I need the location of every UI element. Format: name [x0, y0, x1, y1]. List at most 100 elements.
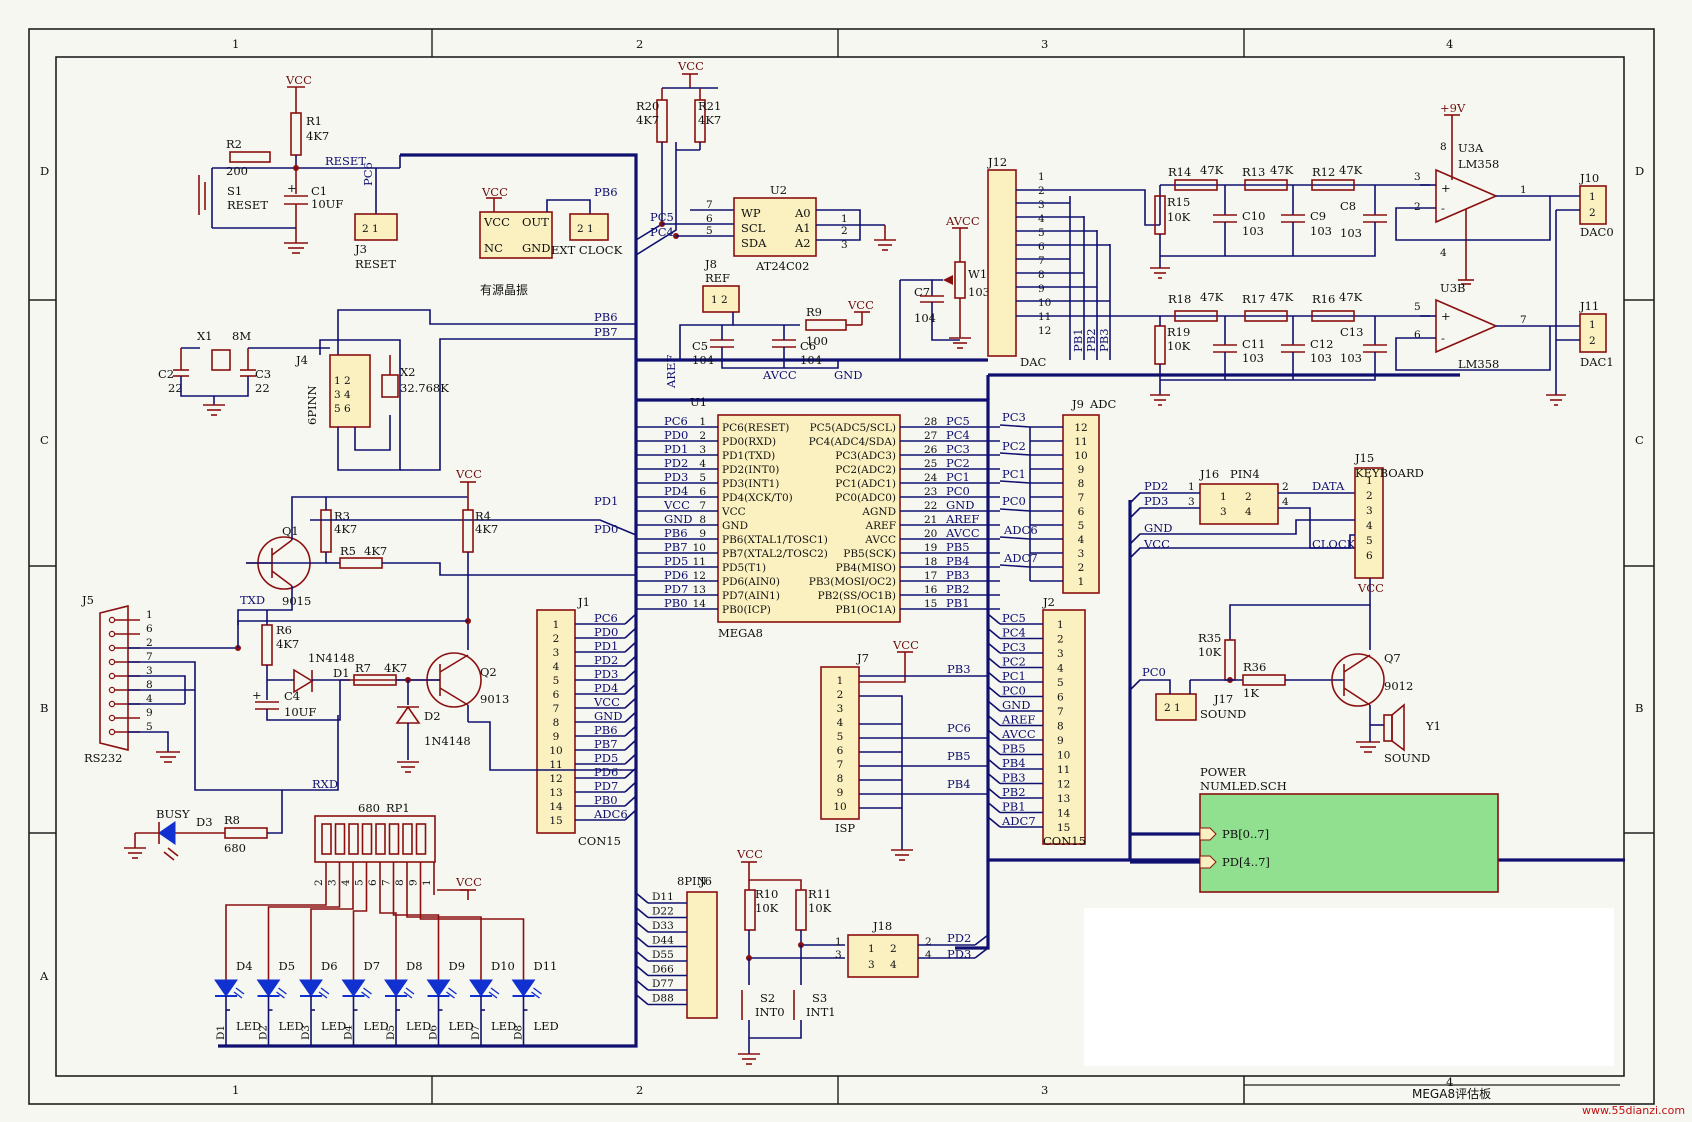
- svg-text:22: 22: [255, 381, 270, 395]
- mcu-right-pin-number: 17: [924, 570, 937, 582]
- led-label: LED: [491, 1019, 516, 1033]
- oscillator-module: [479, 211, 553, 259]
- svg-text:A1: A1: [794, 221, 811, 235]
- svg-text:D2: D2: [424, 709, 441, 723]
- mcu-body: [717, 414, 901, 623]
- resistor-r6: [261, 624, 273, 666]
- led-label: LED: [534, 1019, 559, 1033]
- svg-text:VCC: VCC: [892, 638, 919, 652]
- svg-text:+: +: [1441, 309, 1451, 323]
- j7-pin-number: 6: [837, 745, 844, 757]
- j2-pin-number: 8: [1057, 721, 1064, 733]
- row-label-left: D: [40, 164, 49, 178]
- svg-text:47K: 47K: [1270, 163, 1294, 177]
- j15-pin-number: 3: [1366, 505, 1373, 517]
- j1-pin-number: 2: [553, 633, 560, 645]
- svg-text:2: 2: [925, 936, 932, 948]
- mcu-left-pin-number: 9: [699, 528, 706, 540]
- svg-text:R19: R19: [1167, 325, 1190, 339]
- j7-pin-number: 2: [837, 689, 844, 701]
- svg-text:4K7: 4K7: [475, 522, 498, 536]
- resistor-r11: [795, 889, 807, 931]
- resistor-pack-pin: 7: [381, 879, 393, 886]
- mcu-left-net: PD5: [664, 554, 688, 568]
- svg-text:3: 3: [841, 239, 848, 251]
- j12-pin-number: 1: [1038, 171, 1045, 183]
- mcu-left-pin-function: PD3(INT1): [722, 478, 779, 490]
- mcu-left-pin-number: 10: [693, 542, 706, 554]
- svg-text:3: 3: [1220, 506, 1227, 518]
- resistor-r1: [290, 112, 302, 156]
- mcu-right-pin-function: PC4(ADC4/SDA): [809, 436, 896, 448]
- j1-pin-net: PB0: [594, 793, 618, 807]
- led-ref: D10: [491, 959, 515, 973]
- svg-text:SDA: SDA: [741, 236, 767, 250]
- svg-text:J17: J17: [1213, 692, 1233, 706]
- svg-text:47K: 47K: [1200, 163, 1224, 177]
- svg-text:R20: R20: [636, 99, 659, 113]
- svg-text:R18: R18: [1168, 292, 1191, 306]
- svg-text:C4: C4: [284, 689, 300, 703]
- resistor-pack-element: [375, 823, 386, 855]
- mcu-right-net: PB4: [946, 554, 970, 568]
- svg-text:AT24C02: AT24C02: [755, 259, 809, 273]
- j6-pin-net: D77: [652, 978, 674, 990]
- mcu-left-net: PD1: [664, 442, 688, 456]
- svg-text:3: 3: [1414, 171, 1421, 183]
- mcu-left-pin-function: PD7(AIN1): [722, 590, 780, 602]
- svg-text:2: 2: [1589, 335, 1596, 347]
- svg-text:R3: R3: [334, 509, 350, 523]
- header-j1: [536, 609, 576, 834]
- header-j17: [1155, 693, 1197, 721]
- j7-pin-number: 8: [837, 773, 844, 785]
- potentiometer-w1: [954, 261, 966, 299]
- j2-pin-number: 4: [1057, 663, 1064, 675]
- svg-text:PB2: PB2: [1084, 328, 1098, 352]
- j1-pin-number: 10: [549, 745, 562, 757]
- svg-text:R15: R15: [1167, 195, 1190, 209]
- j2-pin-net: AVCC: [1001, 727, 1036, 741]
- mcu-left-pin-number: 12: [693, 570, 706, 582]
- svg-text:680: 680: [358, 801, 380, 815]
- svg-text:VCC: VCC: [481, 185, 508, 199]
- svg-text:PB6: PB6: [594, 185, 618, 199]
- svg-text:J18: J18: [872, 919, 892, 933]
- led-diode: [214, 979, 238, 997]
- mcu-right-net: PB1: [946, 596, 970, 610]
- drawing-frame: [28, 28, 1655, 1105]
- j2-pin-net: ADC7: [1001, 814, 1036, 828]
- j1-pin-number: 3: [553, 647, 560, 659]
- header-ext-clock: [569, 213, 609, 241]
- j12-pin-number: 3: [1038, 199, 1045, 211]
- svg-text:PD2: PD2: [947, 931, 971, 945]
- db9-pin-number: 5: [146, 721, 153, 733]
- db9-pin: [108, 630, 116, 638]
- db9-pin: [108, 644, 116, 652]
- svg-text:J8: J8: [704, 257, 717, 271]
- mcu-left-net: PD6: [664, 568, 688, 582]
- title-block-blank: [1084, 908, 1614, 1066]
- header-j9: [1062, 414, 1100, 594]
- svg-text:S2: S2: [760, 991, 775, 1005]
- j2-pin-number: 3: [1057, 648, 1064, 660]
- crystal-x1: [211, 349, 231, 371]
- svg-text:103: 103: [968, 285, 990, 299]
- svg-text:8: 8: [1440, 141, 1447, 153]
- svg-text:10K: 10K: [808, 901, 832, 915]
- svg-text:ADC7: ADC7: [1003, 551, 1038, 565]
- svg-text:R12: R12: [1312, 165, 1335, 179]
- j9-pin-number: 12: [1074, 422, 1087, 434]
- j12-pin-number: 9: [1038, 283, 1045, 295]
- j1-pin-net: PD0: [594, 625, 618, 639]
- svg-text:C9: C9: [1310, 209, 1326, 223]
- j2-pin-number: 12: [1057, 779, 1070, 791]
- led-label: LED: [406, 1019, 431, 1033]
- led-net-tag: D5: [385, 1025, 397, 1040]
- svg-text:PC0: PC0: [1002, 494, 1026, 508]
- db9-pin-number: 4: [146, 693, 153, 705]
- svg-text:2 1: 2 1: [577, 223, 594, 235]
- j2-pin-number: 7: [1057, 706, 1064, 718]
- interrupt-buttons-section: VCC R10 10K R11 10K S2 INT0 S3 INT1 J18 …: [736, 847, 989, 1065]
